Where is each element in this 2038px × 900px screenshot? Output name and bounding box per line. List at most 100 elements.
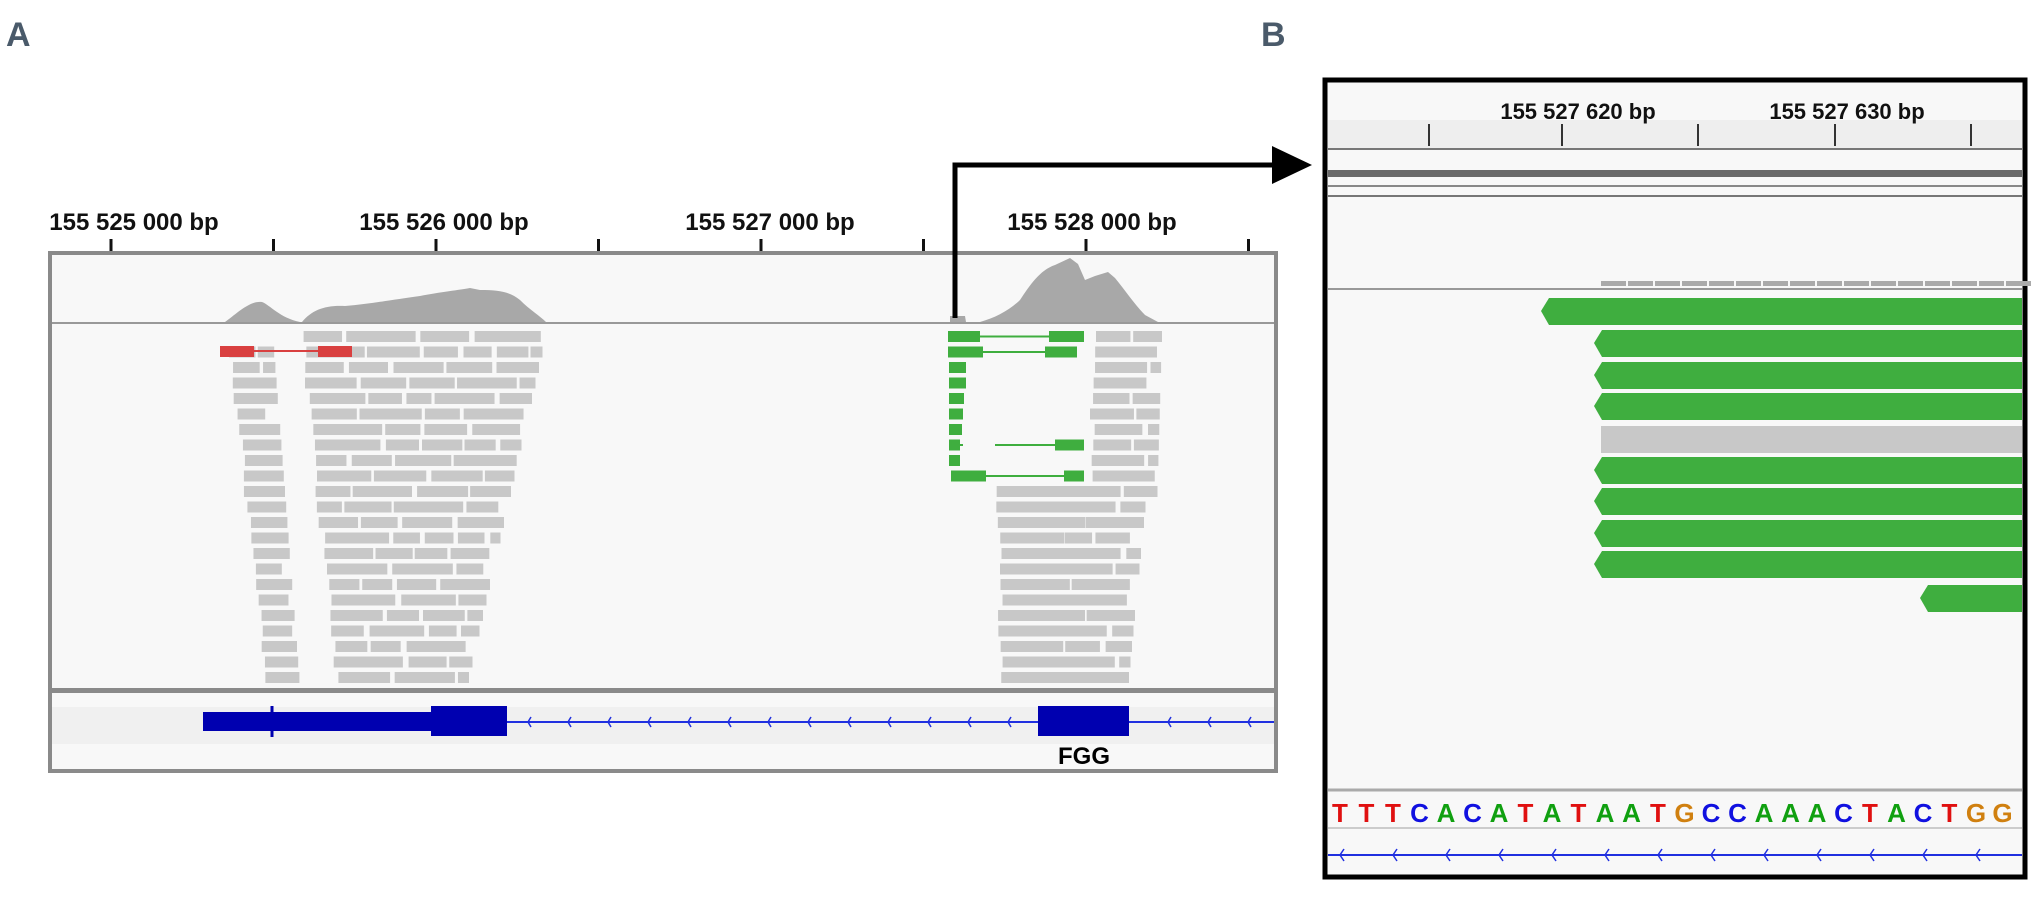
read (1065, 501, 1085, 513)
read (315, 486, 351, 497)
read (1150, 362, 1162, 373)
read (499, 393, 532, 404)
read (490, 532, 501, 544)
read (1105, 641, 1132, 652)
panel-a-ruler: 155 525 000 bp 155 526 000 bp 155 527 00… (49, 209, 1250, 255)
panel-b-label: B (1261, 16, 1286, 54)
read (1003, 625, 1039, 637)
read (1115, 563, 1140, 575)
read (1136, 408, 1160, 420)
read (466, 501, 499, 513)
read (1090, 408, 1134, 420)
ruler-label: 155 527 620 bp (1500, 99, 1655, 124)
read (423, 346, 458, 358)
strand-arrow-icon (1392, 848, 1398, 862)
strand-arrow-icon (1710, 848, 1716, 862)
strand-arrow-icon (767, 716, 772, 728)
read (1541, 298, 2022, 325)
read (457, 517, 504, 528)
read (386, 610, 420, 621)
read (352, 486, 413, 497)
panel-a-label: A (6, 16, 31, 54)
gene-exon (431, 706, 507, 736)
read (309, 393, 366, 404)
base-t: T (1332, 798, 1348, 828)
read (243, 470, 284, 482)
read (1092, 470, 1155, 482)
read (1042, 656, 1085, 668)
gene-name-label: FGG (1058, 743, 1110, 770)
read (1095, 532, 1130, 544)
base-a: A (1808, 798, 1827, 828)
read (1094, 424, 1143, 435)
read (324, 548, 374, 559)
read (392, 563, 453, 575)
gene-track[interactable]: FGG (52, 706, 1274, 770)
base-a: A (1781, 798, 1800, 828)
read (360, 377, 407, 389)
read (1601, 426, 2022, 453)
strand-arrow-icon (1167, 716, 1172, 728)
base-c: C (1463, 798, 1482, 828)
read (313, 424, 383, 435)
read (440, 579, 490, 590)
strand-arrow-icon (1657, 848, 1663, 862)
read (233, 362, 260, 373)
read (1133, 439, 1159, 451)
read (237, 408, 266, 420)
ruler-label: 155 527 000 bp (685, 209, 854, 236)
read (375, 548, 413, 559)
read (424, 424, 468, 435)
base-t: T (1571, 798, 1587, 828)
read (335, 641, 368, 652)
read (1920, 585, 2022, 612)
strand-arrow-icon (1763, 848, 1769, 862)
strand-arrow-icon (567, 716, 572, 728)
read (1059, 563, 1113, 575)
ruler-label: 155 526 000 bp (359, 209, 528, 236)
strand-arrow-icon (927, 716, 932, 728)
read (458, 594, 487, 606)
read (1054, 548, 1121, 559)
base-t: T (1385, 798, 1401, 828)
read (949, 408, 963, 420)
ruler-label: 155 527 630 bp (1769, 99, 1924, 124)
read (949, 377, 966, 389)
read (1132, 393, 1161, 404)
read (409, 377, 455, 389)
read (424, 532, 454, 544)
panel-a-view[interactable]: FGG (48, 251, 1278, 773)
base-a: A (1622, 798, 1641, 828)
read (1003, 486, 1034, 497)
read (250, 517, 288, 528)
ruler-label: 155 528 000 bp (1007, 209, 1176, 236)
read (393, 501, 464, 513)
strand-arrow-icon (1922, 848, 1928, 862)
read (457, 672, 469, 683)
read (1007, 641, 1060, 652)
read (256, 579, 293, 590)
read (1002, 517, 1059, 528)
read (362, 579, 393, 590)
read (305, 377, 357, 389)
base-c: C (1702, 798, 1721, 828)
strand-arrow-icon (1339, 848, 1345, 862)
read (253, 548, 290, 559)
read (265, 672, 300, 683)
read (1069, 532, 1085, 544)
read (421, 439, 463, 451)
read (1126, 548, 1141, 559)
read (264, 656, 299, 668)
read (1123, 486, 1158, 497)
read (359, 408, 422, 420)
read (314, 439, 381, 451)
base-c: C (1728, 798, 1747, 828)
read (420, 331, 470, 342)
read (1093, 439, 1132, 451)
read (1004, 532, 1065, 544)
read (393, 532, 420, 544)
strand-arrow-icon (847, 716, 852, 728)
read (1594, 362, 2022, 389)
read (338, 672, 391, 683)
